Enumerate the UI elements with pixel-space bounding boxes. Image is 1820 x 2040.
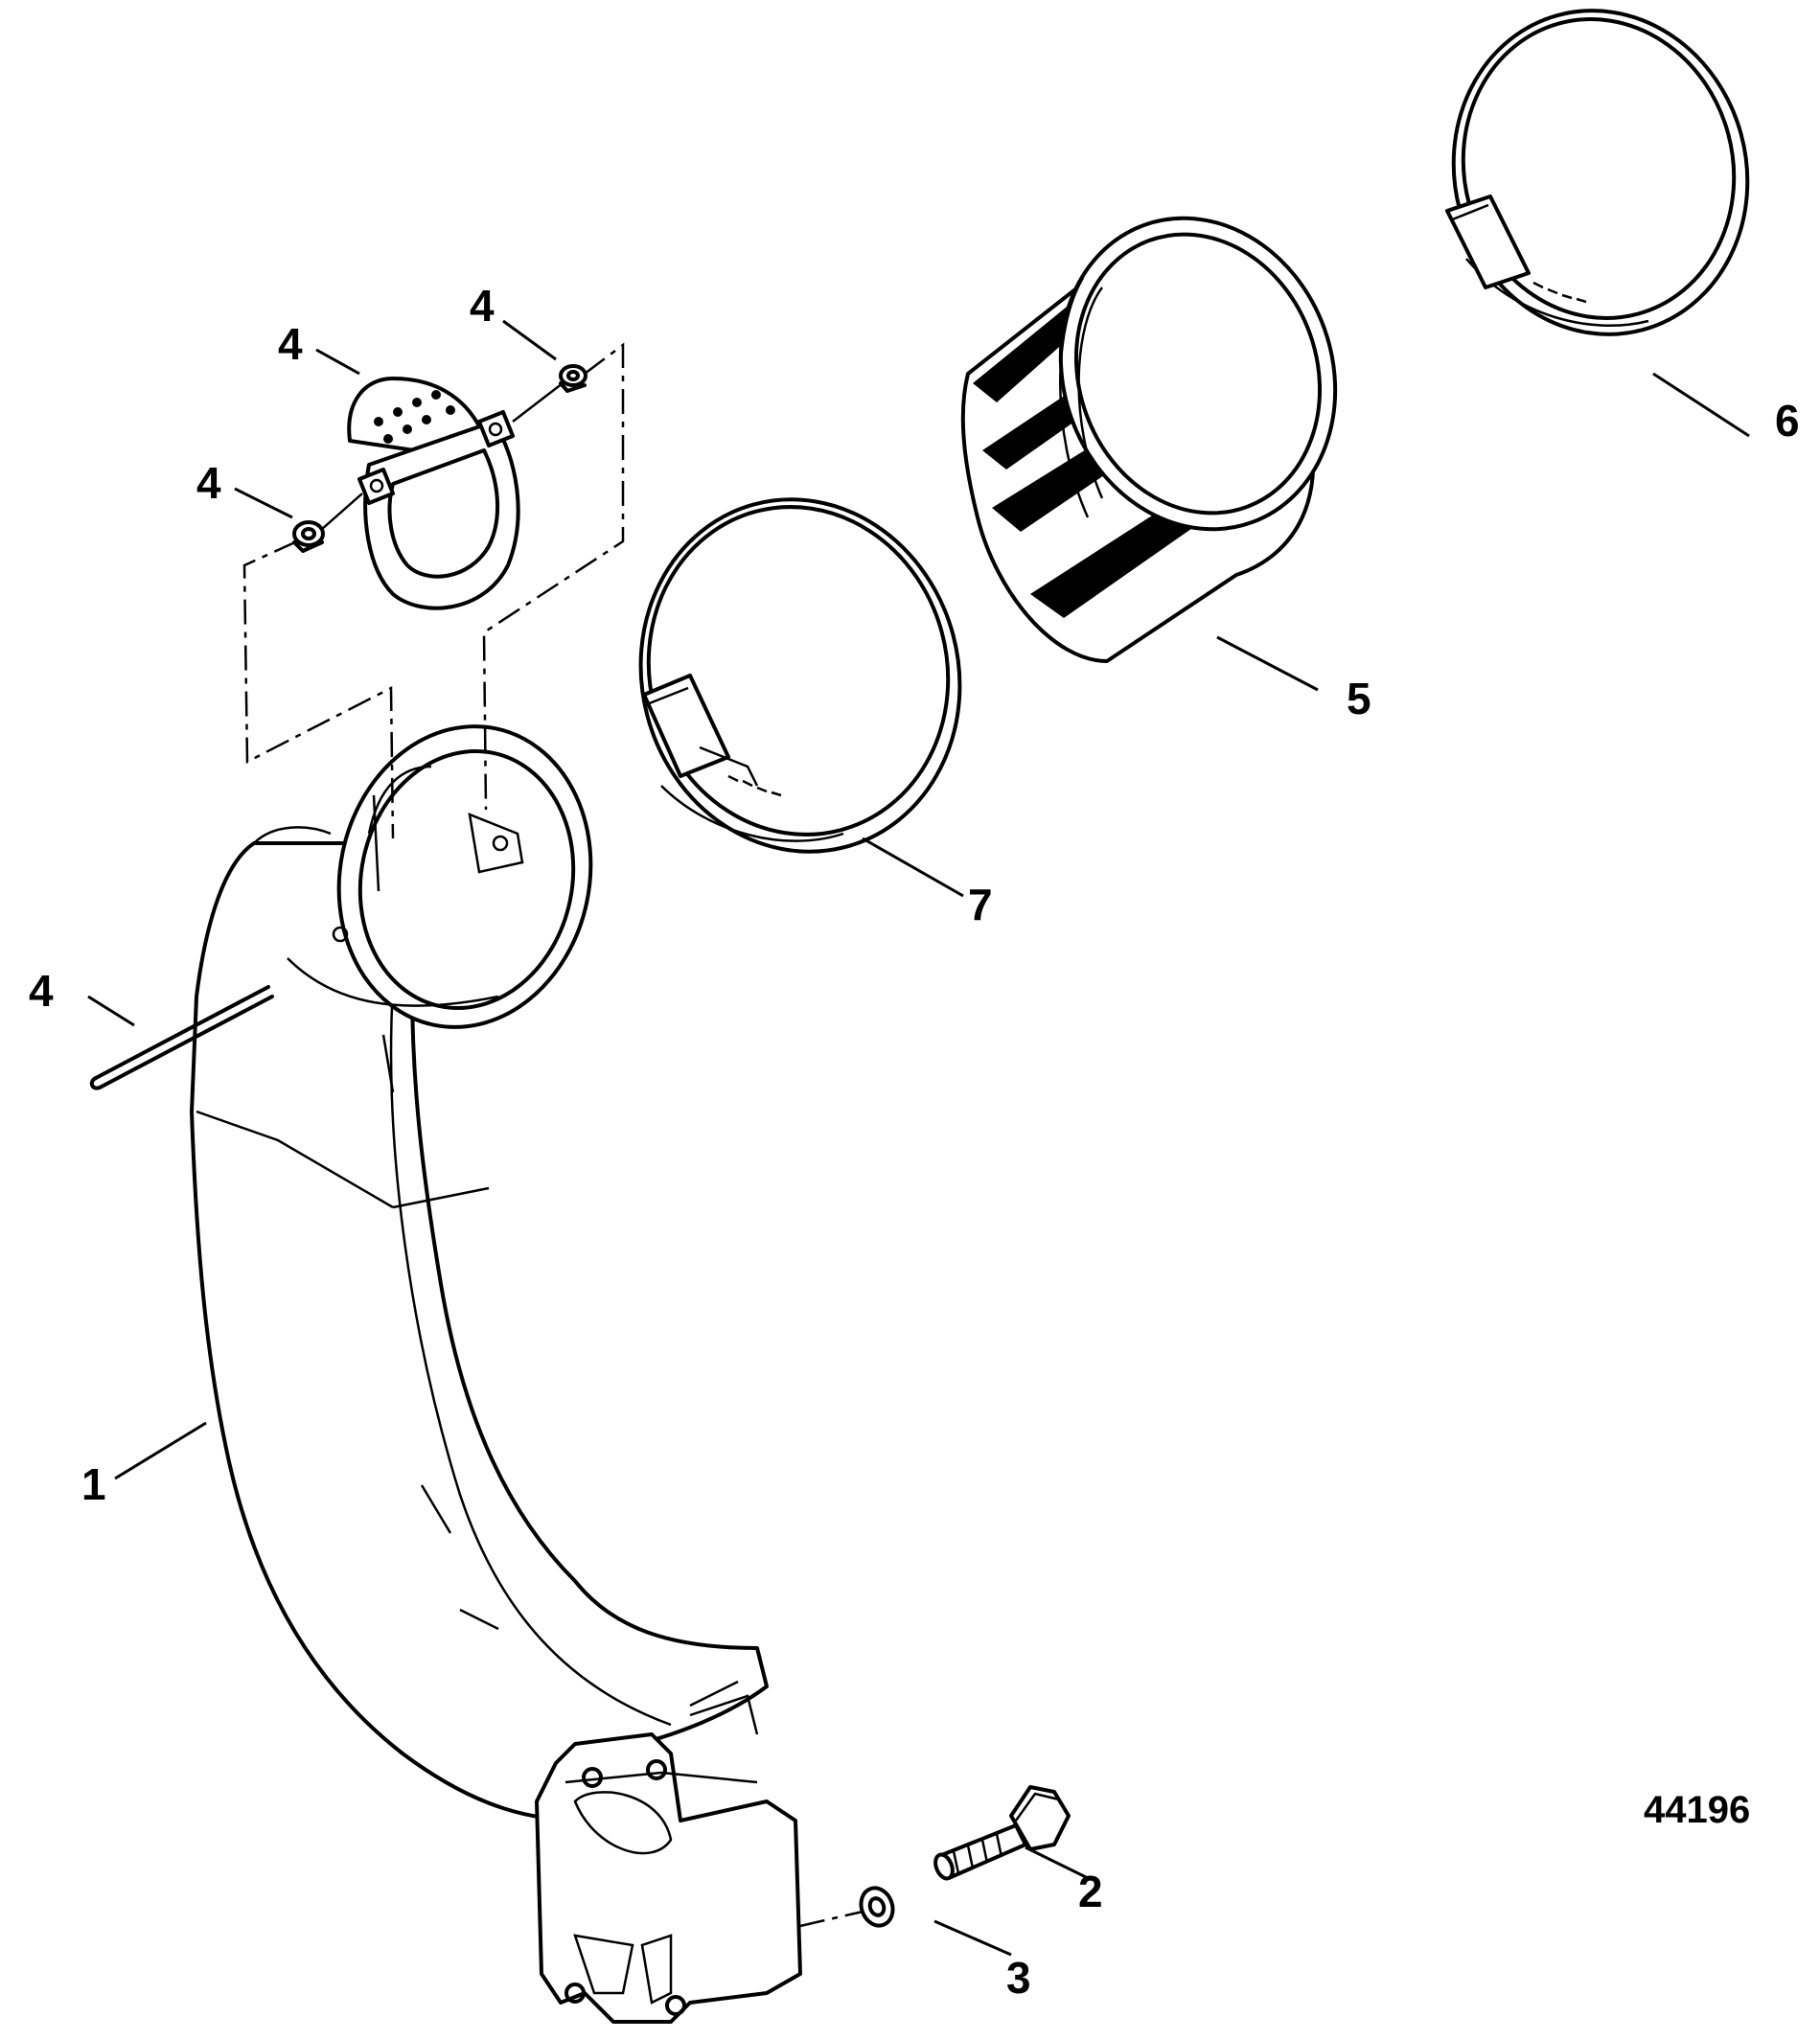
assembly-line-right	[482, 342, 625, 811]
assembly-line-washer	[799, 1910, 864, 1928]
hose-clamp-part-6	[1445, 9, 1750, 336]
hose-clamp-part-7	[638, 497, 962, 854]
leader-part-7	[862, 837, 964, 898]
callout-part-4d: 4	[29, 966, 54, 1016]
callout-part-4c: 4	[196, 458, 221, 508]
callout-part-3: 3	[1006, 1953, 1031, 2003]
callout-part-4b: 4	[470, 281, 495, 331]
flapper-cover-part-4	[347, 373, 576, 610]
callout-part-7: 7	[968, 880, 993, 929]
leader-part-4c	[234, 487, 293, 519]
nut-lower-part-4	[292, 493, 363, 553]
exhaust-pipe-part-1	[190, 724, 802, 2024]
leader-part-4a	[315, 348, 360, 376]
callout-part-5: 5	[1347, 674, 1371, 723]
leader-part-4b	[502, 319, 557, 361]
lock-washer-part-3	[859, 1886, 895, 1928]
nut-upper-part-4	[559, 364, 587, 393]
leader-part-5	[1216, 635, 1319, 692]
callout-part-2: 2	[1078, 1867, 1103, 1916]
leader-part-1	[114, 1421, 207, 1480]
bolt-part-2	[933, 1785, 1071, 1881]
assembly-line-left	[242, 539, 395, 839]
leader-part-4d	[87, 995, 135, 1027]
figure-number: 44196	[1644, 1789, 1750, 1831]
leader-part-3	[933, 1919, 1012, 1957]
leader-part-6	[1652, 372, 1750, 438]
leader-part-2	[1025, 1845, 1089, 1880]
exhaust-bellows-part-5	[960, 216, 1338, 663]
callout-part-1: 1	[81, 1459, 106, 1509]
callout-part-6: 6	[1775, 396, 1800, 446]
drain-rod-part-4	[89, 985, 274, 1090]
callout-part-4a: 4	[278, 319, 303, 369]
